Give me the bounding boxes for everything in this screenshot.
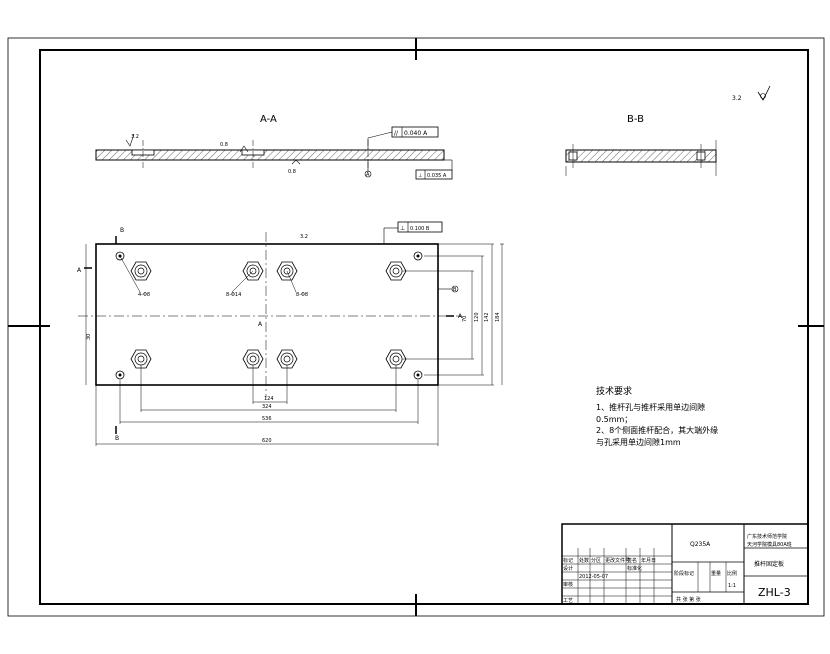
- title-block: [561, 523, 809, 605]
- notes-title: 技术要求: [596, 385, 632, 397]
- hole-callout-3: 8-Φ8: [296, 292, 308, 298]
- roughness-note: 3.2: [732, 95, 742, 102]
- label-design: 设计: [563, 565, 573, 572]
- dim-r3: 142: [484, 312, 490, 322]
- aa-roughness-3: 0.8: [288, 169, 296, 175]
- section-b-label: B-B: [627, 114, 644, 125]
- notes-line-2: 0.5mm；: [596, 415, 632, 424]
- aa-roughness-2: 0.8: [220, 142, 228, 148]
- label-standard: 标准化: [627, 565, 642, 572]
- header-zone: 分区: [591, 557, 601, 564]
- section-marker-a-left: A: [77, 267, 82, 274]
- general-roughness-symbol: 3.2: [732, 85, 771, 102]
- header-date: 年月日: [641, 557, 656, 564]
- section-marker-a-center: A: [258, 321, 263, 328]
- hex-holes: [130, 261, 407, 369]
- dim-536: 536: [262, 416, 272, 422]
- part-name: 推杆固定板: [754, 560, 784, 568]
- dim-left: 30: [86, 334, 92, 340]
- notes-line-4: 与孔采用单边间隙1mm: [596, 437, 681, 447]
- section-marker-a-right: A: [458, 313, 463, 320]
- vertical-dimensions: [402, 243, 504, 386]
- parallelism-value: 0.040 A: [404, 130, 428, 137]
- section-b-b-view: B-B: [565, 114, 717, 176]
- label-craft: 工艺: [563, 598, 573, 604]
- label-check: 审核: [563, 581, 573, 588]
- header-count: 处数: [579, 557, 589, 564]
- technical-requirements: 技术要求 1、推杆孔与推杆采用单边间隙 0.5mm； 2、8个侧面推杆配合，其大…: [596, 385, 718, 447]
- perpendicularity-plan-value: 0.100 B: [410, 226, 430, 232]
- sheet-info: 共 张 第 张: [676, 596, 701, 603]
- svg-text://: //: [394, 130, 399, 137]
- horizontal-dimensions: [95, 365, 439, 446]
- aa-roughness-1: 3.2: [131, 134, 139, 140]
- section-a-a-view: A-A 3.2 0.8 0.8 // 0.040 A A ⊥ 0.035 A: [95, 114, 453, 180]
- dim-r2: 120: [474, 312, 480, 322]
- plan-view: A 4-Φ8 8-Φ14 8-Φ8 B B A: [77, 221, 504, 446]
- notes-line-1: 1、推杆孔与推杆采用单边间隙: [596, 402, 705, 412]
- sheet-border: [7, 37, 825, 617]
- datum-a-label: A: [366, 172, 370, 178]
- drawing-number: ZHL-3: [758, 586, 791, 599]
- title-block-text: Q235A 广东技术师范学院 天河学院模具80A班 推杆固定板 ZHL-3 标记…: [563, 533, 792, 604]
- section-a-label: A-A: [260, 114, 277, 125]
- datum-b-label: B: [453, 287, 457, 293]
- plan-roughness: 3.2: [300, 234, 308, 240]
- dim-620: 620: [262, 438, 272, 444]
- header-sign: 签名: [627, 557, 637, 564]
- hole-callout-1: 4-Φ8: [138, 292, 150, 298]
- material: Q235A: [690, 541, 711, 548]
- school-name: 广东技术师范学院: [747, 533, 787, 540]
- dim-r4: 184: [495, 312, 501, 322]
- notes-line-3: 2、8个侧面推杆配合，其大端外缘: [596, 425, 718, 435]
- dim-324: 324: [262, 404, 272, 410]
- header-file: 更改文件号: [605, 557, 630, 564]
- scale-ratio: 1:1: [728, 583, 736, 589]
- label-weight: 重量: [711, 570, 721, 577]
- section-marker-b-top: B: [120, 227, 124, 234]
- header-mark: 标记: [563, 557, 573, 564]
- svg-text:⊥: ⊥: [418, 173, 422, 179]
- label-scale: 比例: [727, 570, 737, 577]
- svg-text:⊥: ⊥: [400, 225, 405, 232]
- perpendicularity-a-value: 0.035 A: [427, 173, 447, 179]
- design-date: 2012-05-07: [579, 574, 608, 580]
- corner-holes: [115, 251, 423, 380]
- department: 天河学院模具80A班: [747, 541, 792, 548]
- label-stage: 阶段标记: [674, 570, 694, 577]
- hole-callout-2: 8-Φ14: [226, 292, 241, 298]
- section-marker-b-bottom: B: [115, 435, 119, 442]
- dim-r1: 70: [462, 316, 468, 322]
- dim-124: 124: [264, 396, 274, 402]
